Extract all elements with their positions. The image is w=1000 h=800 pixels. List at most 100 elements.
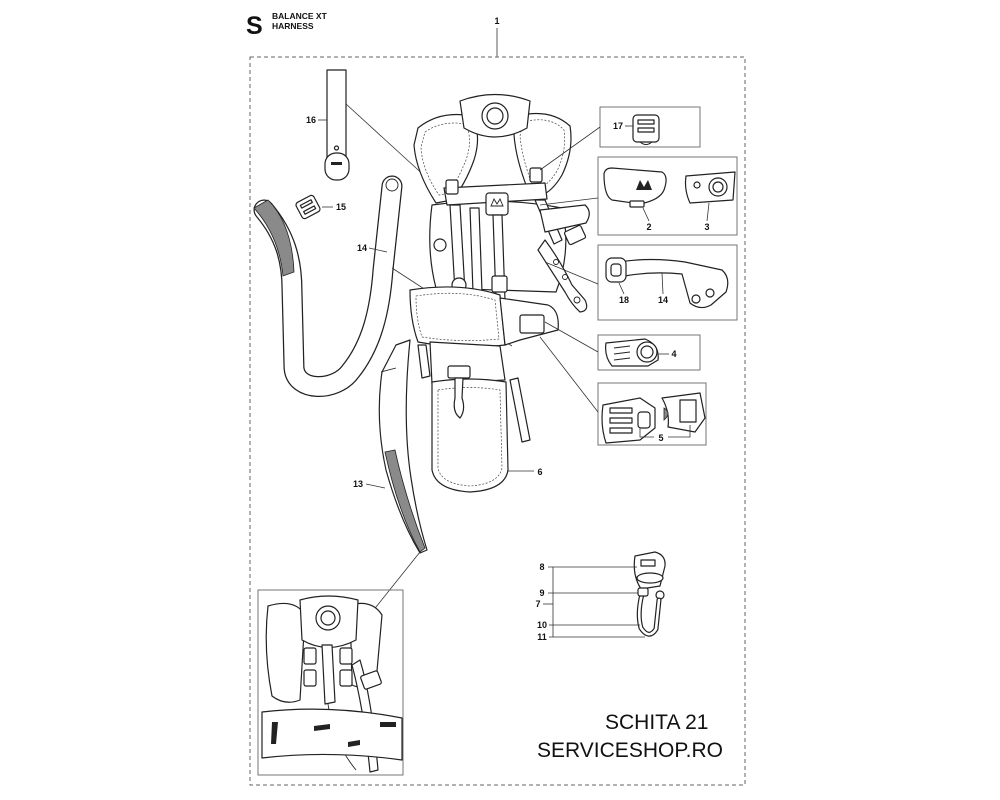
callout-15: 15 (336, 202, 346, 212)
callout-10: 10 (537, 620, 547, 630)
callout-3-leader (706, 202, 710, 222)
part-17-slot-b (637, 127, 655, 133)
box-5-to-harness-line (539, 336, 599, 413)
part-14-tube-flap (253, 199, 295, 277)
section-letter: S (246, 12, 263, 40)
part-2-tab (629, 200, 645, 208)
part-2-plate (603, 167, 667, 208)
callout-14-strap: 14 (658, 295, 668, 305)
part-11-spring (637, 587, 649, 597)
detail-box-5 (597, 382, 707, 446)
harness-hip-buckle (519, 314, 545, 334)
website-label: SERVICESHOP.RO (537, 739, 723, 762)
part-4-rib-3 (613, 357, 631, 361)
part-7-clip-slot (640, 559, 656, 567)
part-13-to-detail-line (371, 551, 421, 613)
part-3-rivet (693, 181, 701, 189)
callout-16: 16 (306, 115, 316, 125)
part-16-hole (333, 145, 340, 151)
harness-front-pad (431, 378, 509, 493)
part-5-female-slot-2 (609, 417, 633, 424)
inset-belt-mark-2 (314, 724, 330, 731)
part-16-loop-slot (331, 162, 342, 165)
inset-grille-3 (303, 669, 317, 687)
harness-right-hanging-strap (509, 377, 531, 443)
part-13-curved-strap (378, 339, 428, 554)
harness-right-pad-stitching (519, 119, 566, 189)
harness-left-hanging-strap (417, 344, 431, 379)
harness-assembly (409, 93, 590, 493)
harness-left-hip-pad (409, 286, 506, 348)
harness-adjust-hole-3 (573, 296, 581, 304)
part-18-buckle-slot (610, 263, 622, 277)
part-14-adjust-strap (619, 258, 729, 309)
part-13-band (380, 367, 397, 373)
callout-18: 18 (619, 295, 629, 305)
part-4-hub (640, 345, 654, 359)
part-14-strap-hole-1 (691, 294, 701, 304)
callout-14-pad: 14 (357, 243, 367, 253)
part-14-strap-hole-2 (705, 288, 715, 298)
part-5-female-button (637, 411, 651, 429)
inset-belt-mark-1 (271, 722, 278, 744)
callout-5-leader-right (668, 425, 691, 438)
detail-box-2-3 (597, 156, 738, 236)
harness-front-pad-stitching (437, 387, 503, 487)
box-4-to-harness-line (544, 321, 599, 353)
part-13-strap-body (378, 339, 428, 554)
part-5-female-slot-3 (609, 427, 633, 434)
harness-hook (453, 377, 465, 419)
callout-2: 2 (646, 222, 651, 232)
callout-14-strap-leader (661, 272, 664, 295)
harness-left-shoulder-buckle (445, 179, 459, 195)
inset-grille-2 (339, 647, 353, 665)
part-4-rib-1 (613, 345, 631, 349)
harness-left-pad-stitching (420, 122, 470, 196)
inset-grille-4 (339, 669, 353, 687)
box-2-3-to-harness-line (539, 197, 599, 206)
sheet-label: SCHITA 21 (605, 711, 708, 734)
callout-14-pad-leader (368, 247, 388, 253)
harness-right-shoulder-buckle (529, 167, 543, 183)
inset-detail-view (257, 589, 404, 776)
harness-strap-c-buckle (491, 275, 508, 293)
part-2-logo (636, 180, 652, 190)
harness-left-shoulder-pad (413, 113, 479, 204)
detail-box-4 (597, 334, 701, 371)
callout-17: 17 (613, 121, 623, 131)
part-14-tube-end (385, 178, 399, 192)
part-3-hub (712, 181, 724, 193)
diagram-header: S BALANCE XT HARNESS (246, 11, 328, 40)
part-15-buckle (295, 194, 321, 220)
inset-grille-1 (303, 647, 317, 665)
part-18-buckle (605, 257, 627, 283)
part-10-hook-fill (637, 592, 661, 636)
part-15-buckle-frame (295, 194, 321, 220)
box-18-14-to-harness-line (544, 261, 599, 285)
callout-3: 3 (704, 222, 709, 232)
part-17-buckle (632, 114, 660, 145)
harness-hook-mount (447, 365, 471, 379)
inset-belt-mark-3 (380, 722, 396, 727)
callout-13: 13 (353, 479, 363, 489)
callout-1: 1 (494, 16, 499, 26)
part-2-plate-body (603, 167, 667, 205)
part-5-female-slot-1 (609, 407, 633, 414)
part-4-rib-2 (613, 351, 631, 355)
assembly-boundary (249, 56, 746, 786)
callout-11: 11 (537, 632, 547, 642)
part-16-strap-body (326, 69, 347, 159)
part-17-slot-a (637, 119, 655, 125)
part-7-hook-assembly (633, 551, 666, 637)
harness-hip-pad-stitching (415, 292, 500, 341)
box-17-to-harness-line (539, 126, 601, 171)
inset-center-strap (321, 644, 336, 705)
callout-9: 9 (539, 588, 544, 598)
part-5-male-buckle (661, 392, 706, 433)
part-14-pad-tube (253, 175, 403, 397)
part-5-male-slot (679, 399, 697, 423)
part-15-slot-a (299, 199, 313, 209)
harness-left-loop-upper (433, 238, 447, 252)
title-line-1: BALANCE XT (272, 11, 328, 21)
callout-18-leader (618, 282, 625, 295)
